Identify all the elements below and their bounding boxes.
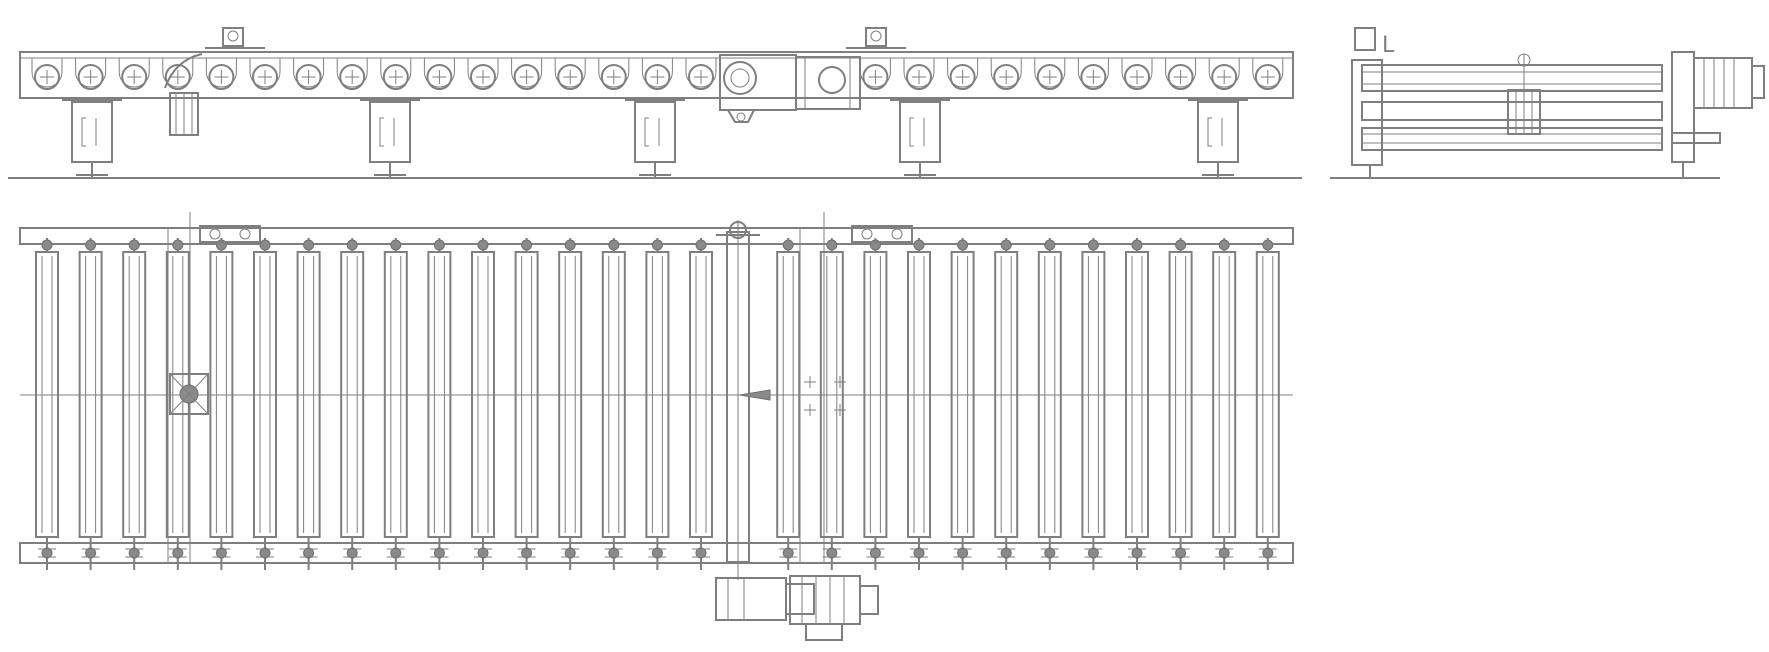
elevation-roller: [118, 58, 150, 90]
elevation-roller: [903, 58, 935, 90]
plan-roller: [296, 238, 321, 570]
plan-roller: [863, 238, 888, 570]
end-lug: [1354, 27, 1376, 51]
plan-roller: [601, 238, 626, 570]
elevation-roller: [336, 58, 368, 90]
plan-roller: [383, 238, 408, 570]
plan-roller: [558, 238, 583, 570]
end-roller-middle: [1361, 101, 1663, 121]
elevation-roller: [598, 58, 630, 90]
end-shaft: [1671, 132, 1721, 144]
elevation-roller: [205, 58, 237, 90]
plan-rollers: [35, 238, 1280, 570]
elevation-roller: [75, 58, 107, 90]
support-leg: [360, 99, 420, 178]
end-right-bracket: [1671, 51, 1695, 163]
elevation-roller: [1208, 58, 1240, 90]
small-gearbox: [164, 53, 203, 136]
plan-roller: [122, 238, 147, 570]
elevation-roller: [1034, 58, 1066, 90]
elevation-roller: [1165, 58, 1197, 90]
end-roller-lower: [1361, 127, 1663, 151]
plan-roller: [35, 238, 59, 570]
elevation-roller: [1121, 58, 1153, 90]
support-leg: [890, 99, 950, 178]
elevation-roller: [1252, 58, 1284, 90]
plan-roller: [645, 238, 670, 570]
elevation-rollers: [31, 58, 1284, 90]
elevation-roller: [467, 58, 499, 90]
support-legs: [62, 99, 1248, 178]
plan-roller: [1168, 238, 1193, 570]
conveyor-frame: [19, 51, 1294, 99]
support-leg: [625, 99, 685, 178]
plan-roller: [689, 238, 713, 570]
chain-tensioner: [851, 225, 913, 243]
elevation-view: [8, 27, 1302, 179]
elevation-roller: [249, 58, 281, 90]
chain-tensioner: [199, 225, 261, 243]
plan-roller: [78, 238, 103, 570]
elevation-roller: [293, 58, 325, 90]
mounting-marks: [804, 376, 846, 416]
elevation-roller: [859, 58, 891, 90]
plan-roller: [427, 238, 452, 570]
support-leg: [1188, 99, 1248, 178]
plan-roller: [994, 238, 1019, 570]
elevation-roller: [641, 58, 673, 90]
plan-roller: [340, 238, 365, 570]
plan-roller: [514, 238, 539, 570]
elevation-roller: [554, 58, 586, 90]
elevation-roller: [423, 58, 455, 90]
plan-roller: [209, 238, 234, 570]
plan-roller: [471, 238, 495, 570]
plan-roller: [253, 238, 277, 570]
end-left-bracket: [1351, 59, 1383, 166]
plan-roller: [1212, 238, 1237, 570]
elevation-roller: [990, 58, 1022, 90]
elevation-roller: [31, 58, 63, 90]
plan-roller: [907, 238, 931, 570]
plan-roller: [1125, 238, 1149, 570]
end-roller-upper: [1361, 64, 1663, 92]
plan-roller: [1255, 238, 1280, 570]
drive-shaft: [716, 220, 771, 580]
plan-roller: [776, 238, 801, 570]
side-view-label: L: [1382, 33, 1395, 58]
plan-roller: [1037, 238, 1062, 570]
plan-view: [19, 212, 1294, 641]
support-leg: [62, 99, 122, 178]
drive-motor: [715, 575, 879, 641]
plan-roller: [950, 238, 975, 570]
gear-motor-icon: [1693, 57, 1765, 109]
elevation-roller: [380, 58, 412, 90]
lifting-lug: [205, 27, 265, 49]
elevation-roller: [511, 58, 543, 90]
plan-roller: [819, 238, 844, 570]
lifting-lug: [846, 27, 906, 49]
elevation-roller: [1077, 58, 1109, 90]
elevation-roller: [685, 58, 717, 90]
end-view: L: [1330, 27, 1765, 179]
gear-motor-drive: [719, 54, 861, 123]
plan-roller: [1081, 238, 1106, 570]
center-support: [1507, 53, 1541, 135]
plan-gearbox: [169, 373, 209, 415]
elevation-roller: [947, 58, 979, 90]
elevation-roller: [162, 58, 194, 90]
